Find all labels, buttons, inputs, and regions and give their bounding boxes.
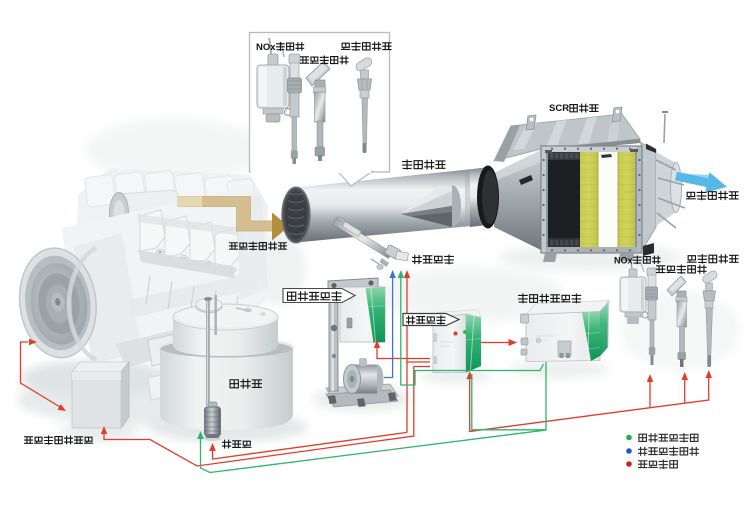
svg-text:SCR: SCR bbox=[549, 103, 569, 114]
svg-text:NOx: NOx bbox=[614, 256, 633, 266]
svg-text:NOx: NOx bbox=[256, 42, 276, 53]
